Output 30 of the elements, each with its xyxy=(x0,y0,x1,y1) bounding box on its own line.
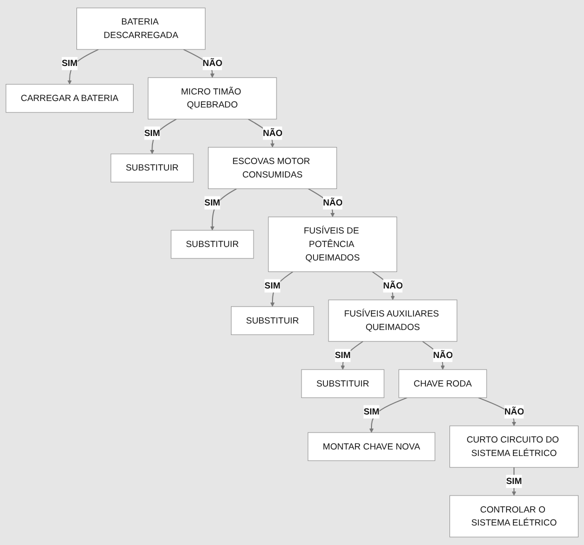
edge-label: SIM xyxy=(363,406,380,416)
arrow xyxy=(67,48,99,84)
edge-label: NÃO xyxy=(504,406,524,416)
node-box: ESCOVAS MOTOR CONSUMIDAS xyxy=(208,147,337,189)
arrow xyxy=(369,397,408,433)
edge-label: SIM xyxy=(204,198,220,208)
edge-label: SIM xyxy=(506,476,522,486)
edge-label: NÃO xyxy=(202,58,222,68)
edge-label: SIM xyxy=(264,280,280,291)
node-box: CHAVE RODA xyxy=(398,369,487,398)
node-box: CARREGAR A BATERIA xyxy=(6,84,134,113)
arrow xyxy=(270,271,294,307)
node-box: SUBSTITUIR xyxy=(110,154,194,182)
edge-label: NÃO xyxy=(383,280,403,291)
node-box: SUBSTITUIR xyxy=(170,230,254,259)
node-box: BATERIA DESCARREGADA xyxy=(76,8,206,50)
node-box: CURTO CIRCUITO DO SISTEMA ELÉTRICO xyxy=(449,426,578,468)
node-box: SUBSTITUIR xyxy=(230,306,314,335)
edge-label: NÃO xyxy=(322,198,343,208)
node-box: SUBSTITUIR xyxy=(301,369,384,398)
edge-label: SIM xyxy=(334,350,351,360)
node-box: MICRO TIMÃO QUEBRADO xyxy=(148,77,277,120)
node-box: FUSÍVEIS AUXILIARES QUEIMADOS xyxy=(328,300,458,342)
edge-label: NÃO xyxy=(262,128,282,138)
node-box: MONTAR CHAVE NOVA xyxy=(308,432,436,461)
node-box: CONTROLAR O SISTEMA ELÉTRICO xyxy=(449,495,578,538)
edge-label: SIM xyxy=(144,128,160,138)
node-box: FUSÍVEIS DE POTÊNCIA QUEIMADOS xyxy=(268,216,397,272)
edge-label: NÃO xyxy=(433,350,453,360)
edge-label: SIM xyxy=(62,58,78,68)
